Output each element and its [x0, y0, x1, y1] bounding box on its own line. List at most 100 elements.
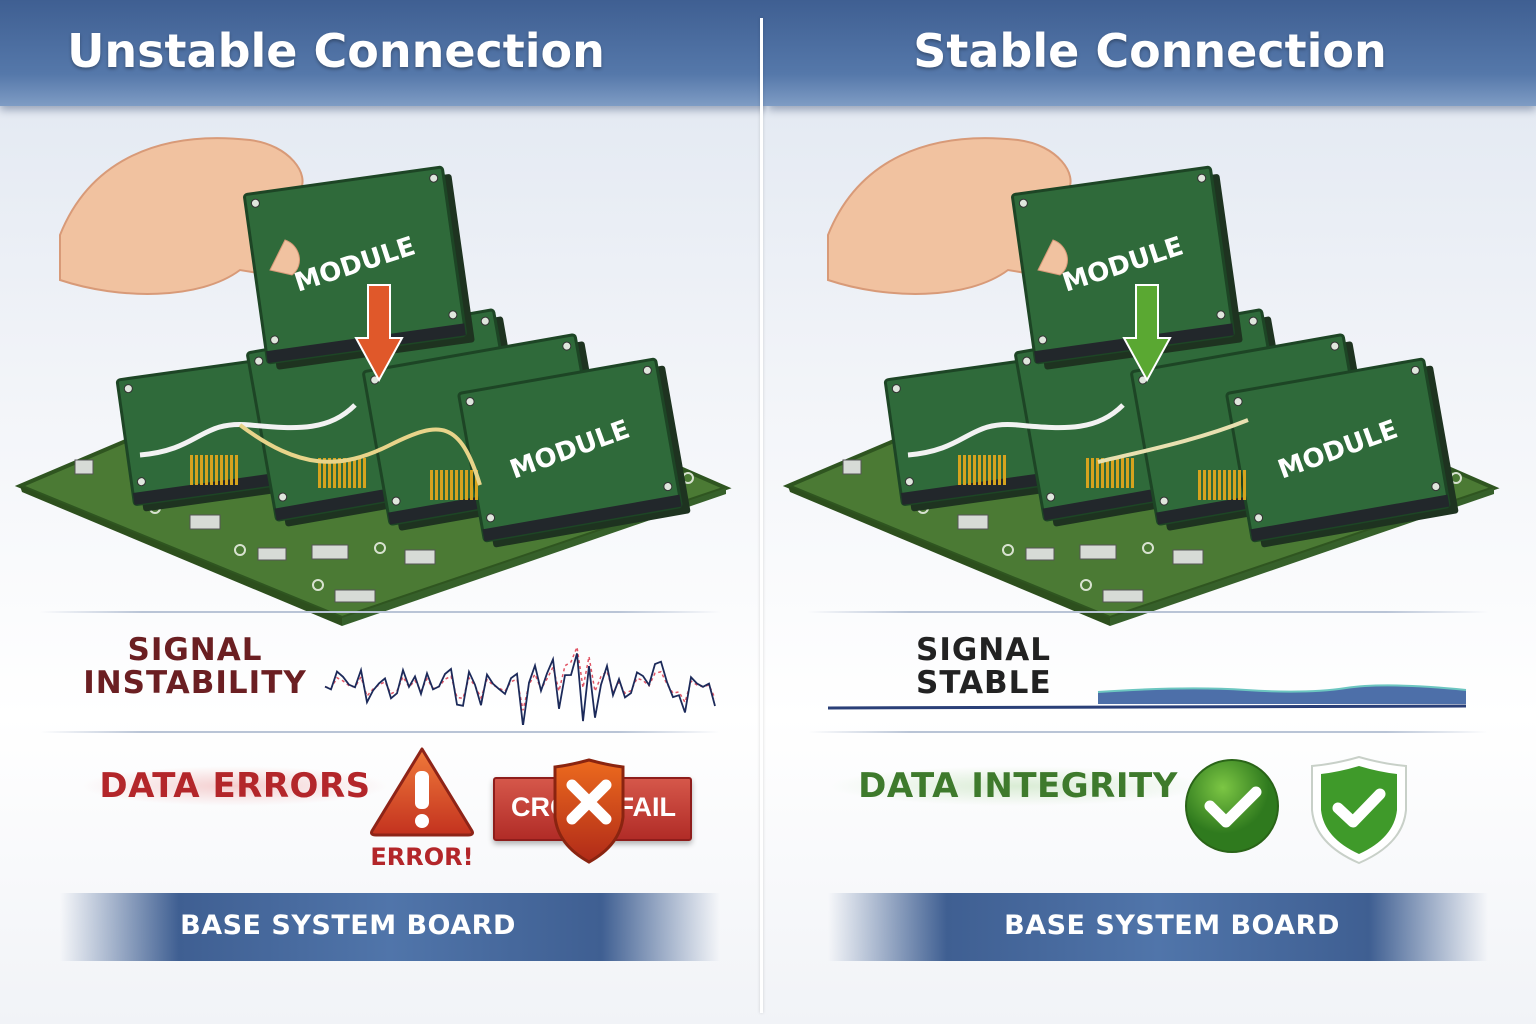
gold-pin [998, 455, 1001, 485]
gold-pin [430, 470, 433, 500]
chip [842, 459, 862, 475]
gold-pin [215, 455, 218, 485]
gold-pin [220, 455, 223, 485]
fail-label: FAIL [617, 792, 677, 822]
mounting-hole [374, 542, 386, 554]
gold-pin [343, 458, 346, 488]
unstable-signal-waveform [324, 644, 716, 725]
chip [189, 514, 221, 530]
gold-pin [978, 455, 981, 485]
gold-pin [445, 470, 448, 500]
base-system-board-banner: BASE SYSTEM BOARD [60, 893, 720, 961]
x-shield-icon [553, 758, 625, 864]
gold-pin [190, 455, 193, 485]
gold-pin [475, 470, 478, 500]
signal-label-line2: INSTABILITY [83, 665, 307, 701]
gold-pin [435, 470, 438, 500]
gold-pin [460, 470, 463, 500]
check-shield-icon [1311, 755, 1407, 865]
insertion-arrow-icon [1122, 284, 1172, 383]
gold-pin [1126, 458, 1129, 488]
chip [311, 544, 349, 560]
gold-pin [968, 455, 971, 485]
installed-module: MODULE [1225, 357, 1459, 548]
gold-pin [353, 458, 356, 488]
signal-label-line1: SIGNAL [916, 632, 1051, 668]
gold-pin [323, 458, 326, 488]
gold-pin [230, 455, 233, 485]
gold-pin [440, 470, 443, 500]
mounting-hole [234, 544, 246, 556]
thumb [1037, 239, 1068, 276]
data-integrity-label: DATA INTEGRITY [828, 766, 1208, 806]
mounting-hole [1142, 542, 1154, 554]
mounting-hole [312, 579, 324, 591]
gold-pin [200, 455, 203, 485]
gold-pin [195, 455, 198, 485]
chip [957, 514, 989, 530]
divider-line [40, 611, 720, 613]
gold-pin [973, 455, 976, 485]
gold-pin [455, 470, 458, 500]
chip [1102, 589, 1144, 603]
thumb [269, 239, 300, 276]
divider-line [808, 611, 1488, 613]
chip [74, 459, 94, 475]
chip [404, 549, 436, 565]
held-module: MODULE [1011, 165, 1243, 370]
cable [139, 403, 357, 458]
gold-pin [1131, 458, 1134, 488]
gold-pin [1203, 470, 1206, 500]
header: Unstable Connection [0, 0, 768, 106]
gold-pin [358, 458, 361, 488]
footer-label: BASE SYSTEM BOARD [180, 910, 516, 941]
gold-pin [1228, 470, 1231, 500]
panel-title: Stable Connection [913, 24, 1387, 78]
gold-pin [1086, 458, 1089, 488]
gold-pin [1233, 470, 1236, 500]
gold-pin [1218, 470, 1221, 500]
gold-pin [1003, 455, 1006, 485]
cable [238, 423, 482, 486]
gold-pin [465, 470, 468, 500]
installed-module: MODULE [457, 357, 691, 548]
base-system-board-banner: BASE SYSTEM BOARD [828, 893, 1488, 961]
chip [257, 547, 287, 561]
gold-pin [1106, 458, 1109, 488]
gold-pin [363, 458, 366, 488]
held-module: MODULE [243, 165, 475, 370]
gold-pin [1198, 470, 1201, 500]
gold-pin [1116, 458, 1119, 488]
gold-pin [993, 455, 996, 485]
cable [907, 403, 1125, 458]
warning-triangle-icon [370, 747, 474, 837]
panel-divider [760, 18, 763, 1013]
gold-pin [988, 455, 991, 485]
gold-pin [225, 455, 228, 485]
gold-pin [1213, 470, 1216, 500]
gold-pin [328, 458, 331, 488]
panel-title: Unstable Connection [67, 24, 605, 78]
chip [1172, 549, 1204, 565]
gold-pin [205, 455, 208, 485]
gold-pin [1096, 458, 1099, 488]
error-label: ERROR! [370, 843, 474, 871]
chip [1079, 544, 1117, 560]
divider-line [40, 731, 720, 733]
data-errors-label: DATA ERRORS [80, 766, 390, 806]
check-circle-icon [1185, 759, 1279, 853]
cable [1097, 418, 1249, 464]
stable-signal-waveform [827, 684, 1467, 710]
footer-label: BASE SYSTEM BOARD [1004, 910, 1340, 941]
gold-pin [1223, 470, 1226, 500]
signal-label-line1: SIGNAL [127, 632, 263, 668]
gold-pin [348, 458, 351, 488]
chip [1025, 547, 1055, 561]
insertion-arrow-icon [354, 284, 404, 383]
gold-pin [1101, 458, 1104, 488]
gold-pin [958, 455, 961, 485]
